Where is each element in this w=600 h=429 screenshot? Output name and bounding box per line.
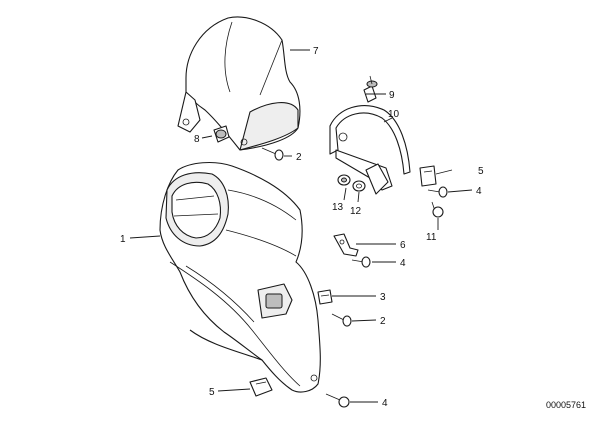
callout-13: 13 xyxy=(332,202,344,213)
callout-11: 11 xyxy=(426,232,437,243)
angle-bracket-part-6 xyxy=(333,233,359,257)
callout-3: 3 xyxy=(380,292,386,303)
callout-5-upper: 5 xyxy=(478,166,484,177)
windshield-part-7 xyxy=(177,16,301,151)
callout-10: 10 xyxy=(388,109,400,120)
callout-5-lower: 5 xyxy=(209,387,215,398)
callout-1: 1 xyxy=(120,234,126,245)
clip-nut-part-3 xyxy=(317,289,333,305)
callout-12: 12 xyxy=(350,206,362,217)
callout-4-lower: 4 xyxy=(382,398,388,409)
callout-8: 8 xyxy=(194,134,200,145)
bolt-part-4-middle xyxy=(351,256,371,268)
callout-labels: 7 8 2 9 10 5 4 11 13 12 6 4 3 2 1 5 4 xyxy=(120,46,484,409)
grommet-part-8 xyxy=(213,125,230,143)
callout-6: 6 xyxy=(400,240,406,251)
clip-part-5-lower xyxy=(249,377,273,397)
washer-part-12 xyxy=(352,180,366,192)
callout-7: 7 xyxy=(313,46,319,57)
bolt-part-11 xyxy=(431,201,444,218)
bolt-part-4-lower xyxy=(325,393,350,408)
screw-part-2-middle xyxy=(331,313,352,327)
mounting-bracket-part-10 xyxy=(329,105,411,195)
callout-2-middle: 2 xyxy=(380,316,386,327)
screw-part-2-upper xyxy=(261,147,284,161)
callout-9: 9 xyxy=(389,90,395,101)
screw-part-9 xyxy=(363,75,378,103)
nut-part-13 xyxy=(337,174,351,186)
callout-2-upper: 2 xyxy=(296,152,302,163)
figure-code: 00005761 xyxy=(546,400,586,410)
front-fairing-part-1 xyxy=(159,161,321,393)
callout-4-upper: 4 xyxy=(476,186,482,197)
bolt-part-4-upper xyxy=(427,186,448,198)
callout-4-middle: 4 xyxy=(400,258,406,269)
clip-nut-part-5-upper xyxy=(419,165,437,187)
leader-lines xyxy=(129,49,473,403)
